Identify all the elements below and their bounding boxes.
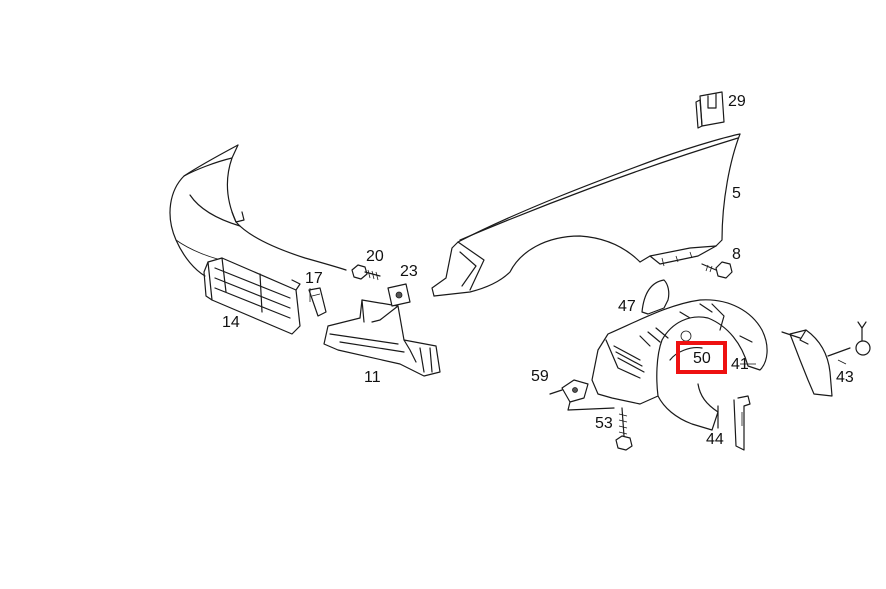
label-29[interactable]: 29: [728, 93, 746, 110]
label-20[interactable]: 20: [366, 248, 384, 265]
part-29-clip[interactable]: [695, 91, 725, 129]
label-44[interactable]: 44: [706, 431, 724, 448]
label-17[interactable]: 17: [305, 270, 323, 287]
part-47-cover[interactable]: [641, 279, 670, 315]
part-44-bracket[interactable]: [717, 395, 751, 451]
label-53[interactable]: 53: [595, 415, 613, 432]
label-14[interactable]: 14: [222, 314, 240, 331]
label-59[interactable]: 59: [531, 368, 549, 385]
label-41[interactable]: 41: [731, 356, 749, 373]
front-bumper-cover[interactable]: [169, 144, 347, 277]
leader-lines: [309, 288, 847, 426]
part-14-air-duct[interactable]: [203, 257, 301, 335]
label-43[interactable]: 43: [836, 369, 854, 386]
part-23-nut-clip[interactable]: [387, 283, 411, 307]
part-20-bolt[interactable]: [351, 264, 381, 281]
part-11-air-guide[interactable]: [323, 299, 441, 377]
label-47[interactable]: 47: [618, 298, 636, 315]
highlight-box-50: [676, 341, 727, 374]
label-11[interactable]: 11: [364, 369, 381, 386]
part-59-clip[interactable]: [549, 379, 615, 411]
part-17-clip[interactable]: [308, 287, 327, 317]
part-41-wheel-liner[interactable]: [591, 299, 768, 431]
part-5-fender[interactable]: [431, 133, 741, 297]
label-8[interactable]: 8: [732, 246, 741, 263]
part-labels: 29 5 8 20 23 17 14 11 47 50 41 59 53 44 …: [222, 93, 854, 448]
part-43-liner-piece[interactable]: [781, 321, 871, 397]
part-53-screw[interactable]: [615, 407, 633, 451]
part-8-screw[interactable]: [701, 261, 733, 279]
label-23[interactable]: 23: [400, 263, 418, 280]
label-5[interactable]: 5: [732, 185, 741, 202]
label-50[interactable]: 50: [693, 350, 711, 367]
